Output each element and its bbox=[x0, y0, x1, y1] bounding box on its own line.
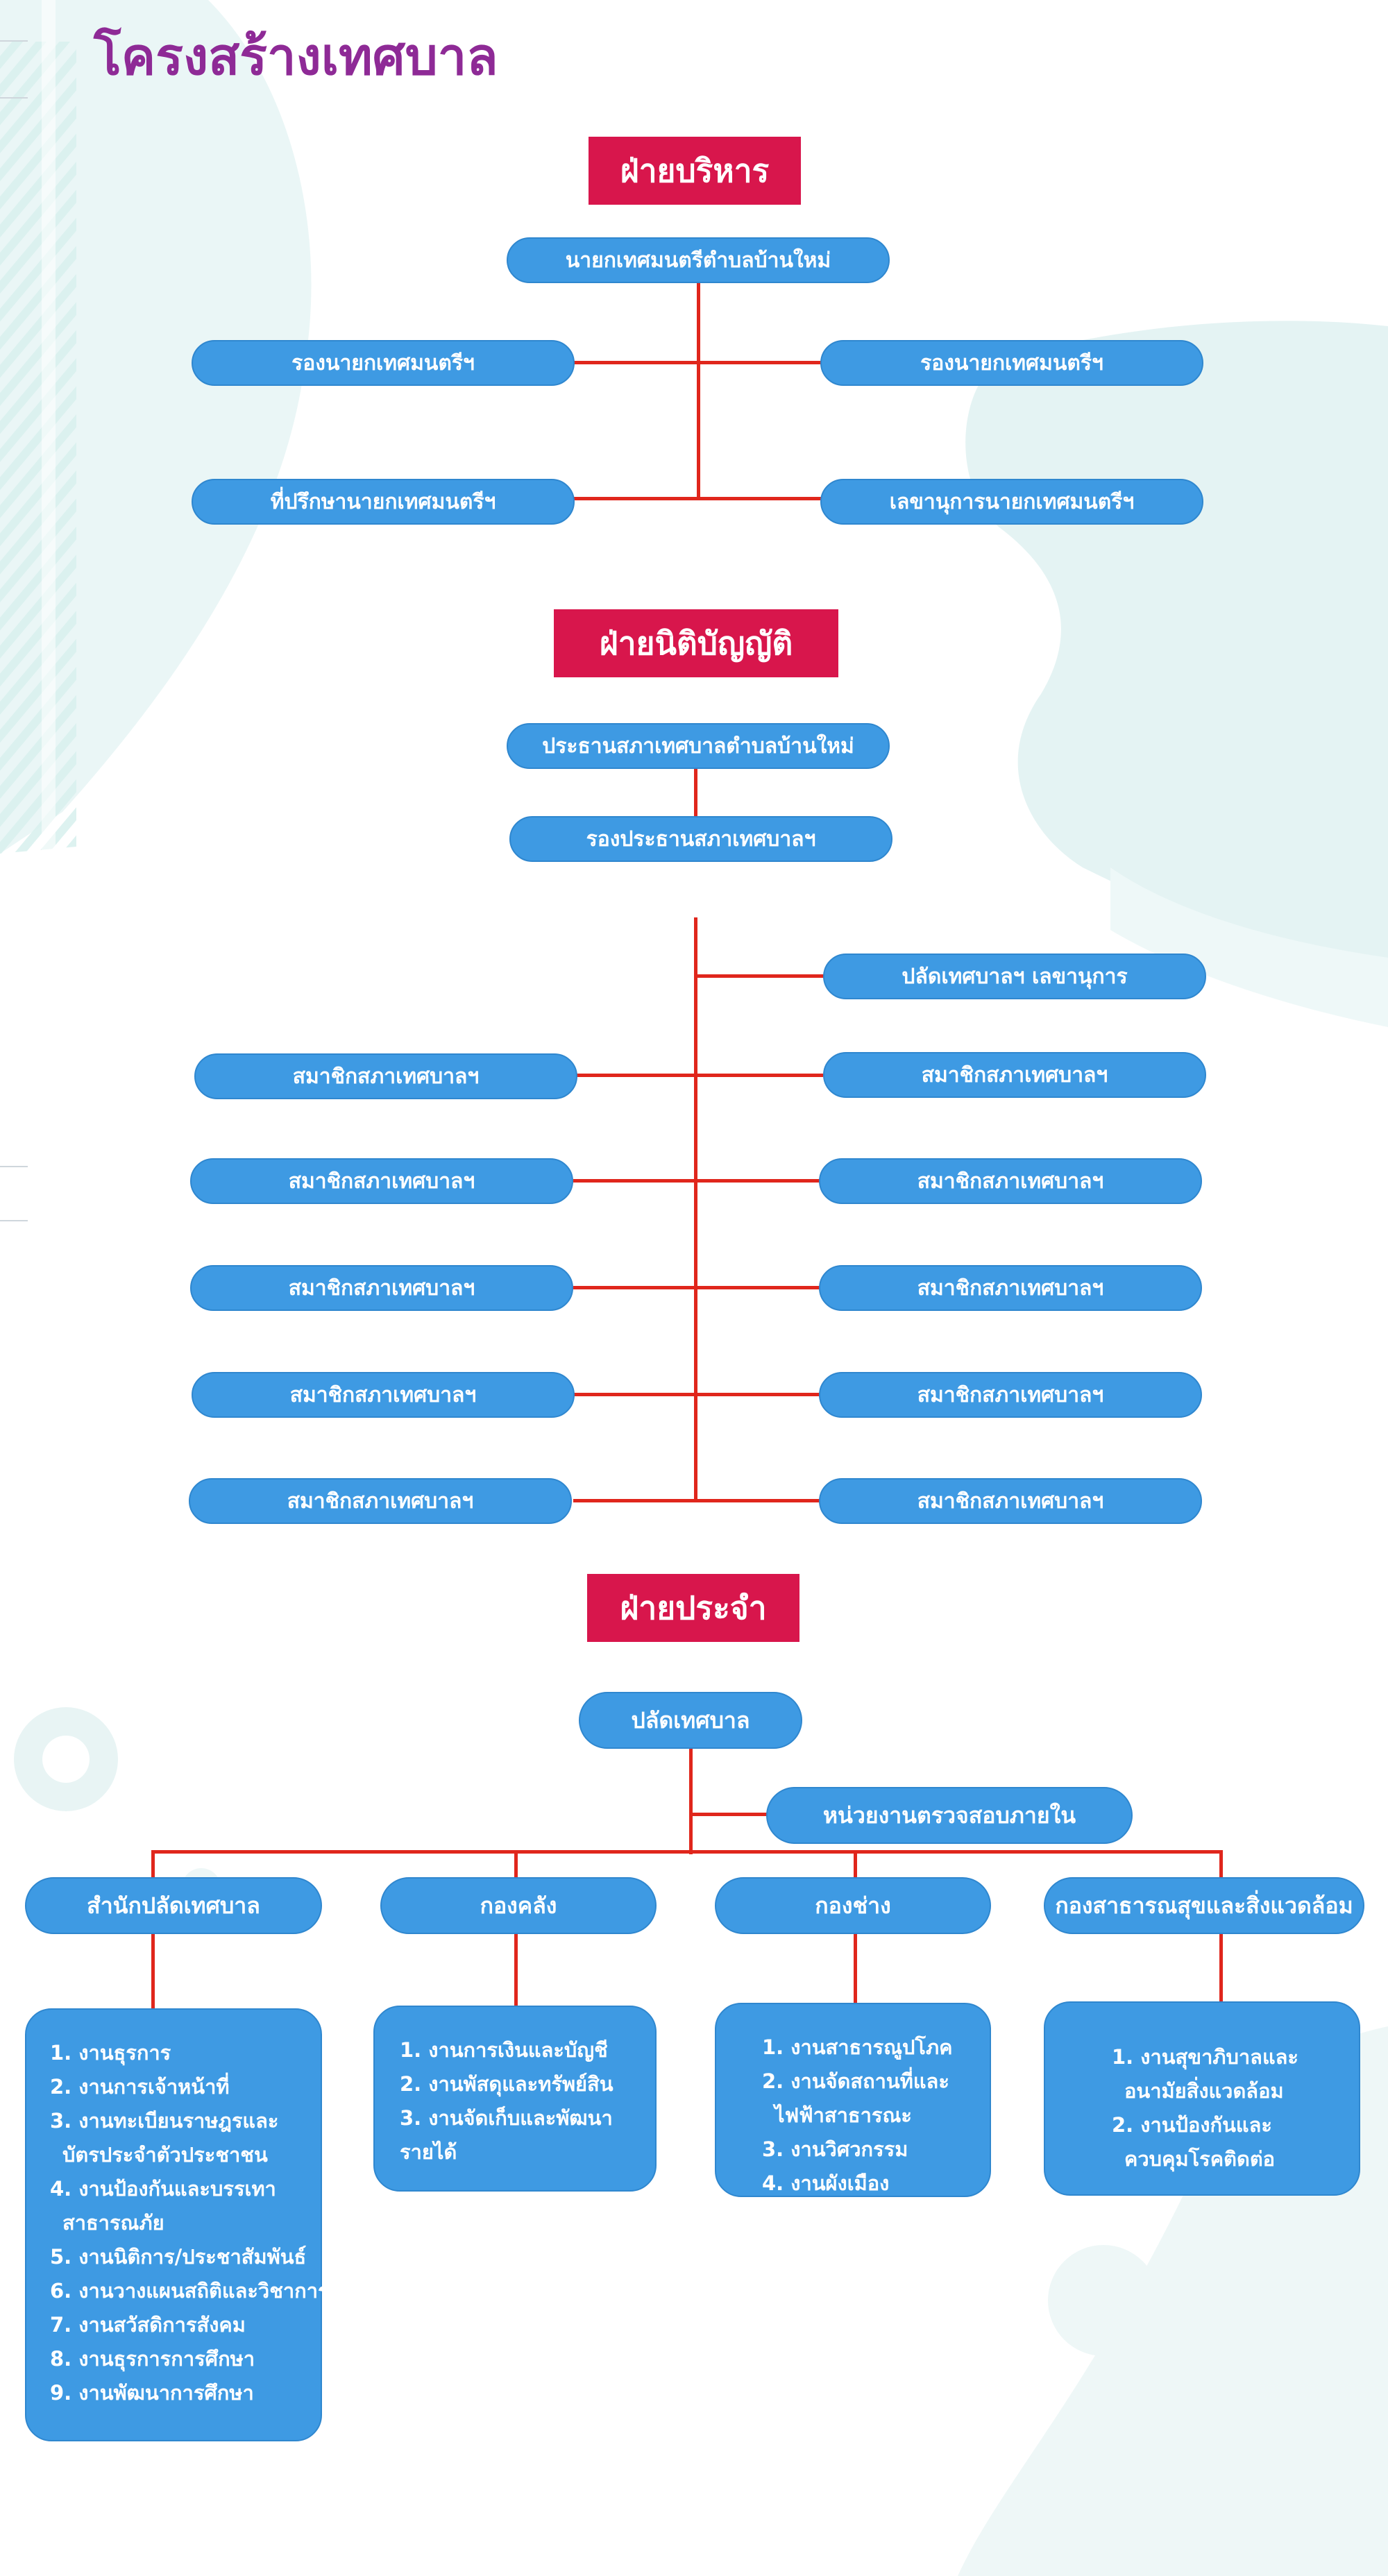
node-council-member: สมาชิกสภาเทศบาลฯ bbox=[194, 1053, 577, 1099]
connector-line bbox=[151, 1850, 155, 1881]
node-council-member: สมาชิกสภาเทศบาลฯ bbox=[819, 1478, 1202, 1524]
task-item: 2. งานจัดสถานที่และ bbox=[762, 2069, 949, 2093]
task-item: 4. งานผังเมือง bbox=[762, 2171, 890, 2195]
connector-line bbox=[573, 361, 822, 364]
connector-line bbox=[514, 1850, 518, 1881]
connector-line bbox=[151, 1933, 155, 2010]
connector-line bbox=[1219, 1850, 1223, 1881]
section-header-legislative: ฝ่ายนิติบัญญัติ bbox=[554, 609, 838, 677]
node-council-member: สมาชิกสภาเทศบาลฯ bbox=[819, 1372, 1202, 1418]
node-department: กองสาธารณสุขและสิ่งแวดล้อม bbox=[1044, 1877, 1364, 1934]
task-item: 1. งานสุขาภิบาลและ bbox=[1112, 2045, 1298, 2069]
node-mayor-advisor: ที่ปรึกษานายกเทศมนตรีฯ bbox=[192, 479, 575, 525]
page-title: โครงสร้างเทศบาล bbox=[94, 27, 498, 87]
node-council-vice-chairman: รองประธานสภาเทศบาลฯ bbox=[509, 816, 892, 862]
task-item: บัตรประจำตัวประชาชน bbox=[62, 2143, 268, 2167]
node-department: กองช่าง bbox=[715, 1877, 991, 1934]
task-box: 1. งานสาธารณูปโภค 2. งานจัดสถานที่และ ไฟ… bbox=[715, 2003, 991, 2197]
task-item: 3. งานวิศวกรรม bbox=[762, 2137, 908, 2161]
node-council-member: สมาชิกสภาเทศบาลฯ bbox=[190, 1265, 573, 1311]
node-council-member: สมาชิกสภาเทศบาลฯ bbox=[819, 1265, 1202, 1311]
task-item: 2. งานการเจ้าหน้าที่ bbox=[50, 2075, 230, 2099]
task-item: 3. งานทะเบียนราษฎรและ bbox=[50, 2109, 279, 2133]
node-council-clerk: ปลัดเทศบาลฯ เลขานุการ bbox=[823, 954, 1206, 999]
task-item: 9. งานพัฒนาการศึกษา bbox=[50, 2381, 254, 2405]
task-item: 6. งานวางแผนสถิติและวิชาการ bbox=[50, 2279, 329, 2303]
node-council-member: สมาชิกสภาเทศบาลฯ bbox=[819, 1158, 1202, 1204]
node-council-member: สมาชิกสภาเทศบาลฯ bbox=[189, 1478, 572, 1524]
connector-line bbox=[854, 1933, 857, 2006]
task-item: 4. งานป้องกันและบรรเทา bbox=[50, 2177, 276, 2201]
connector-line bbox=[573, 1286, 823, 1289]
task-item: สาธารณภัย bbox=[62, 2211, 164, 2235]
left-divider bbox=[0, 97, 28, 99]
task-item: 1. งานธุรการ bbox=[50, 2041, 171, 2065]
connector-line bbox=[153, 1850, 1223, 1854]
left-divider bbox=[0, 1166, 28, 1167]
task-box: 1. งานการเงินและบัญชี 2. งานพัสดุและทรัพ… bbox=[373, 2006, 657, 2192]
node-council-member: สมาชิกสภาเทศบาลฯ bbox=[823, 1052, 1206, 1098]
connector-line bbox=[573, 497, 822, 500]
connector-line bbox=[697, 282, 700, 498]
task-item: 2. งานพัสดุและทรัพย์สิน bbox=[400, 2072, 613, 2096]
task-item: 8. งานธุรการการศึกษา bbox=[50, 2347, 255, 2371]
section-header-permanent: ฝ่ายประจำ bbox=[587, 1574, 799, 1642]
left-divider bbox=[0, 1220, 28, 1221]
task-box: 1. งานสุขาภิบาลและ อนามัยสิ่งแวดล้อม 2. … bbox=[1044, 2001, 1360, 2196]
connector-line bbox=[573, 1393, 823, 1396]
task-item: รายได้ bbox=[400, 2140, 457, 2164]
node-internal-audit: หน่วยงานตรวจสอบภายใน bbox=[766, 1787, 1133, 1844]
node-mayor: นายกเทศมนตรีตำบลบ้านใหม่ bbox=[507, 237, 890, 283]
node-department: สำนักปลัดเทศบาล bbox=[25, 1877, 322, 1934]
task-item: 1. งานสาธารณูปโภค bbox=[762, 2035, 953, 2059]
connector-line bbox=[514, 1933, 518, 2006]
connector-line bbox=[689, 1749, 693, 1854]
node-deputy-mayor-left: รองนายกเทศมนตรีฯ bbox=[192, 340, 575, 386]
task-item: อนามัยสิ่งแวดล้อม bbox=[1124, 2079, 1284, 2103]
node-mayor-secretary: เลขานุการนายกเทศมนตรีฯ bbox=[820, 479, 1203, 525]
task-item: 7. งานสวัสดิการสังคม bbox=[50, 2313, 246, 2337]
node-department: กองคลัง bbox=[380, 1877, 657, 1934]
node-deputy-mayor-right: รองนายกเทศมนตรีฯ bbox=[820, 340, 1203, 386]
left-divider bbox=[0, 40, 28, 42]
connector-line bbox=[693, 1813, 768, 1816]
section-header-executive: ฝ่ายบริหาร bbox=[589, 137, 801, 205]
connector-line bbox=[573, 1074, 823, 1077]
connector-line bbox=[854, 1850, 857, 1881]
task-item: 2. งานป้องกันและ bbox=[1112, 2113, 1272, 2137]
connector-line bbox=[697, 974, 824, 978]
connector-line bbox=[694, 763, 697, 819]
node-council-chairman: ประธานสภาเทศบาลตำบลบ้านใหม่ bbox=[507, 723, 890, 769]
connector-line bbox=[573, 1179, 823, 1183]
task-item: ไฟฟ้าสาธารณะ bbox=[775, 2103, 912, 2127]
connector-line bbox=[573, 1499, 823, 1502]
connector-line bbox=[694, 917, 697, 1502]
task-box: 1. งานธุรการ 2. งานการเจ้าหน้าที่ 3. งาน… bbox=[25, 2008, 329, 2441]
node-council-member: สมาชิกสภาเทศบาลฯ bbox=[190, 1158, 573, 1204]
task-item: 5. งานนิติการ/ประชาสัมพันธ์ bbox=[50, 2245, 307, 2269]
task-item: 1. งานการเงินและบัญชี bbox=[400, 2038, 608, 2062]
node-municipal-clerk: ปลัดเทศบาล bbox=[579, 1692, 802, 1749]
node-council-member: สมาชิกสภาเทศบาลฯ bbox=[192, 1372, 575, 1418]
task-item: 3. งานจัดเก็บและพัฒนา bbox=[400, 2106, 613, 2130]
connector-line bbox=[1219, 1933, 1223, 2003]
task-item: ควบคุมโรคติดต่อ bbox=[1124, 2147, 1276, 2171]
